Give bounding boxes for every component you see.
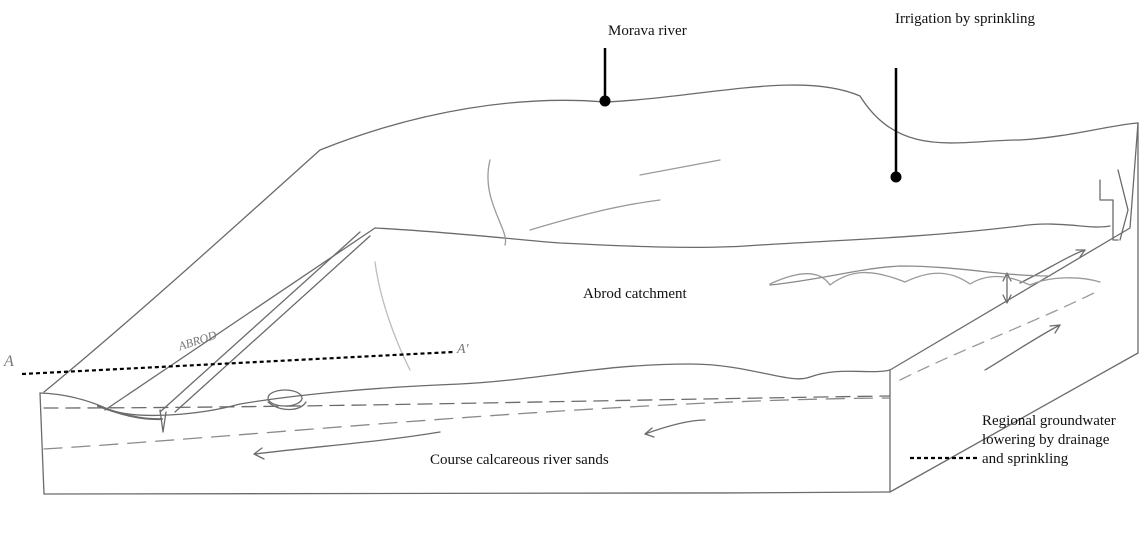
abrod-texture <box>375 262 410 370</box>
morava-river-label: Morava river <box>608 22 687 41</box>
section-start-label: A <box>4 352 14 371</box>
callouts <box>600 48 901 182</box>
abrod-channel-right <box>175 236 370 412</box>
side-arrow-1 <box>985 325 1060 370</box>
abrod-notch <box>160 410 166 432</box>
side-groundwater <box>900 290 1100 380</box>
river-sands-label: Course calcareous river sands <box>430 451 609 470</box>
irrigation-callout-dot <box>891 172 901 182</box>
section-end-label: A' <box>457 340 469 359</box>
flow-arrow-mid <box>645 420 705 434</box>
back-field-line <box>530 200 660 230</box>
dashed-lines <box>22 352 980 458</box>
abrod-channel-left <box>160 232 360 412</box>
flow-arrow-left <box>255 432 440 454</box>
side-top-edge <box>890 123 1138 370</box>
back-meander <box>488 160 506 245</box>
front-bottom-edge <box>44 492 890 494</box>
irrigation-label: Irrigation by sprinkling <box>895 10 1035 29</box>
abrod-catchment-label: Abrod catchment <box>583 285 687 304</box>
catchment-divide <box>105 224 1110 410</box>
morava-callout-dot <box>600 96 610 106</box>
regional-groundwater-label: Regional groundwater lowering by drainag… <box>982 412 1132 469</box>
back-field-line-2 <box>640 160 720 175</box>
groundwater-line-lower <box>44 398 890 449</box>
side-pipe <box>1100 180 1118 240</box>
